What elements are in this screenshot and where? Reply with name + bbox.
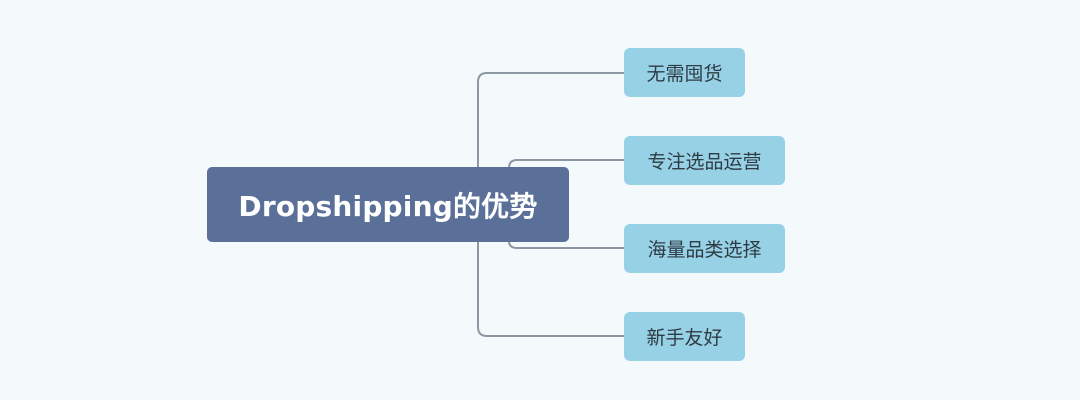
child-node-beginner-friendly[interactable]: 新手友好 [624,312,745,361]
root-node[interactable]: Dropshipping的优势 [207,167,569,242]
connector-to-child-2 [508,159,624,169]
child-node-focus-product-selection[interactable]: 专注选品运营 [624,136,785,185]
child-node-massive-categories[interactable]: 海量品类选择 [624,224,785,273]
child-node-no-inventory[interactable]: 无需囤货 [624,48,745,97]
connector-to-child-3 [508,240,624,249]
connector-to-child-4 [477,242,624,337]
connector-to-child-1 [477,72,624,168]
